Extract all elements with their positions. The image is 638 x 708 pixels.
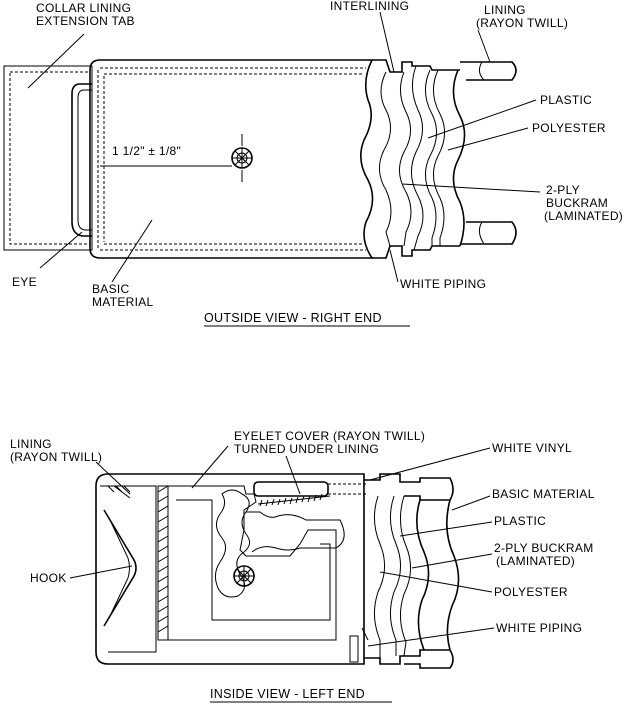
eye-loop-inner [77, 89, 92, 231]
leader-collar-tab [27, 33, 85, 89]
label-collar-tab-1: COLLAR LINING [36, 1, 131, 15]
leader-basic-material-bottom [451, 495, 491, 511]
basic-material-outline [89, 59, 374, 259]
label-buckram-1: 2-PLY [546, 183, 580, 197]
leader-buckram-bottom [411, 553, 493, 569]
interlining-bottom-edge [372, 245, 460, 259]
stitch-line [257, 495, 331, 505]
eyelet-top [231, 134, 253, 182]
lining-upper-strip [460, 61, 517, 81]
collar-tab-outline [3, 65, 93, 251]
lining-fold-strip [157, 485, 169, 641]
leader-hook [69, 565, 133, 579]
label-polyester: POLYESTER [532, 121, 606, 135]
label-interlining: INTERLINING [330, 0, 409, 13]
label-buckram-2: BUCKRAM [546, 196, 608, 210]
label-eyelet-cover-1: EYELET COVER (RAYON TWILL) [234, 429, 425, 443]
leader-white-vinyl [369, 447, 491, 481]
caption-top: OUTSIDE VIEW - RIGHT END [204, 311, 382, 325]
lining-cut-marks [478, 61, 485, 245]
eyelet-cover-outline [168, 485, 337, 641]
eyelet-cover-tube [253, 481, 329, 497]
label-collar-tab-2: EXTENSION TAB [36, 14, 135, 28]
layer-line-5 [433, 69, 445, 246]
label-buckram-3: (LAMINATED) [544, 209, 623, 223]
eyelet-panel-extension [246, 511, 345, 553]
label-lining-bottom-2: (RAYON TWILL) [10, 450, 102, 464]
inside-layer-3 [400, 495, 411, 657]
label-basic-material-bottom: BASIC MATERIAL [492, 487, 595, 501]
leader-basic-material [111, 219, 153, 283]
label-lining-1: LINING [484, 3, 526, 17]
leader-polyester-bottom [379, 571, 493, 593]
inside-lining-region [108, 485, 157, 653]
inside-layer-4 [416, 499, 430, 651]
white-piping-stitch [103, 73, 362, 245]
lining-fold-hatch [157, 485, 169, 633]
leader-buckram [401, 183, 541, 193]
hook-outer [103, 509, 137, 627]
leader-white-piping-bottom [367, 627, 495, 647]
layer-line-2 [399, 71, 412, 247]
leader-eyelet-cover [191, 445, 229, 489]
layer-line-6 [452, 69, 466, 247]
interlining-top-edge [372, 59, 460, 73]
eye-loop [71, 83, 92, 237]
layer-line-1 [379, 71, 392, 247]
label-plastic-bottom: PLASTIC [494, 514, 546, 528]
label-lining-2: (RAYON TWILL) [476, 16, 568, 30]
label-polyester-bottom: POLYESTER [494, 585, 568, 599]
vinyl-dashed [328, 483, 368, 495]
basic-material-stitch [97, 67, 366, 251]
label-eyelet-cover-2: TURNED UNDER LINING [234, 442, 379, 456]
label-plastic: PLASTIC [540, 93, 592, 107]
label-white-piping-bottom: WHITE PIPING [496, 621, 582, 635]
hook-inner [109, 519, 130, 617]
inside-outer-body [95, 473, 365, 665]
leader-plastic [427, 99, 537, 139]
label-lining-bottom-1: LINING [10, 437, 52, 451]
white-piping-mark [349, 635, 359, 663]
vinyl-top-layers [364, 473, 454, 501]
inside-layer-1 [374, 495, 385, 658]
stitch-ticks [259, 493, 323, 507]
white-piping-tick [361, 627, 369, 641]
caption-bottom: INSIDE VIEW - LEFT END [210, 687, 365, 701]
layer-line-3 [411, 65, 424, 251]
leader-plastic-bottom [399, 521, 493, 537]
leader-lining [477, 29, 491, 63]
label-eye: EYE [12, 275, 37, 289]
label-basic-material-2: MATERIAL [92, 295, 154, 309]
eyelet-bottom [233, 565, 255, 587]
leader-white-piping [389, 249, 399, 283]
leader-lining-bottom [95, 461, 131, 495]
leader-polyester [447, 127, 529, 151]
label-hook: HOOK [30, 571, 67, 585]
eyelet-cover-inner [176, 499, 331, 621]
label-white-piping: WHITE PIPING [400, 277, 486, 291]
dimension-label: 1 1/2" ± 1/8" [112, 144, 181, 158]
inside-view-left-end: LINING (RAYON TWILL) EYELET COVER (RAYON… [10, 429, 595, 703]
vinyl-bottom-layers [364, 649, 454, 669]
lining-lower-strip [460, 221, 517, 245]
inside-layer-2 [390, 495, 401, 656]
layer-line-4 [425, 69, 437, 246]
leader-eye [39, 231, 83, 269]
leader-interlining [379, 11, 395, 73]
basic-material-edge [446, 499, 460, 651]
outside-view-right-end: 1 1/2" ± 1/8" COLLAR LINING EXTENSION TA… [3, 0, 623, 327]
lining-top-fold [100, 485, 131, 499]
label-buckram-bottom-2: (LAMINATED) [496, 554, 575, 568]
label-buckram-bottom-1: 2-PLY BUCKRAM [494, 541, 593, 555]
label-basic-material-1: BASIC [92, 282, 130, 296]
lining-top-hatch [107, 485, 131, 493]
leader-eyelet-tube [285, 455, 301, 495]
label-white-vinyl: WHITE VINYL [492, 441, 572, 455]
